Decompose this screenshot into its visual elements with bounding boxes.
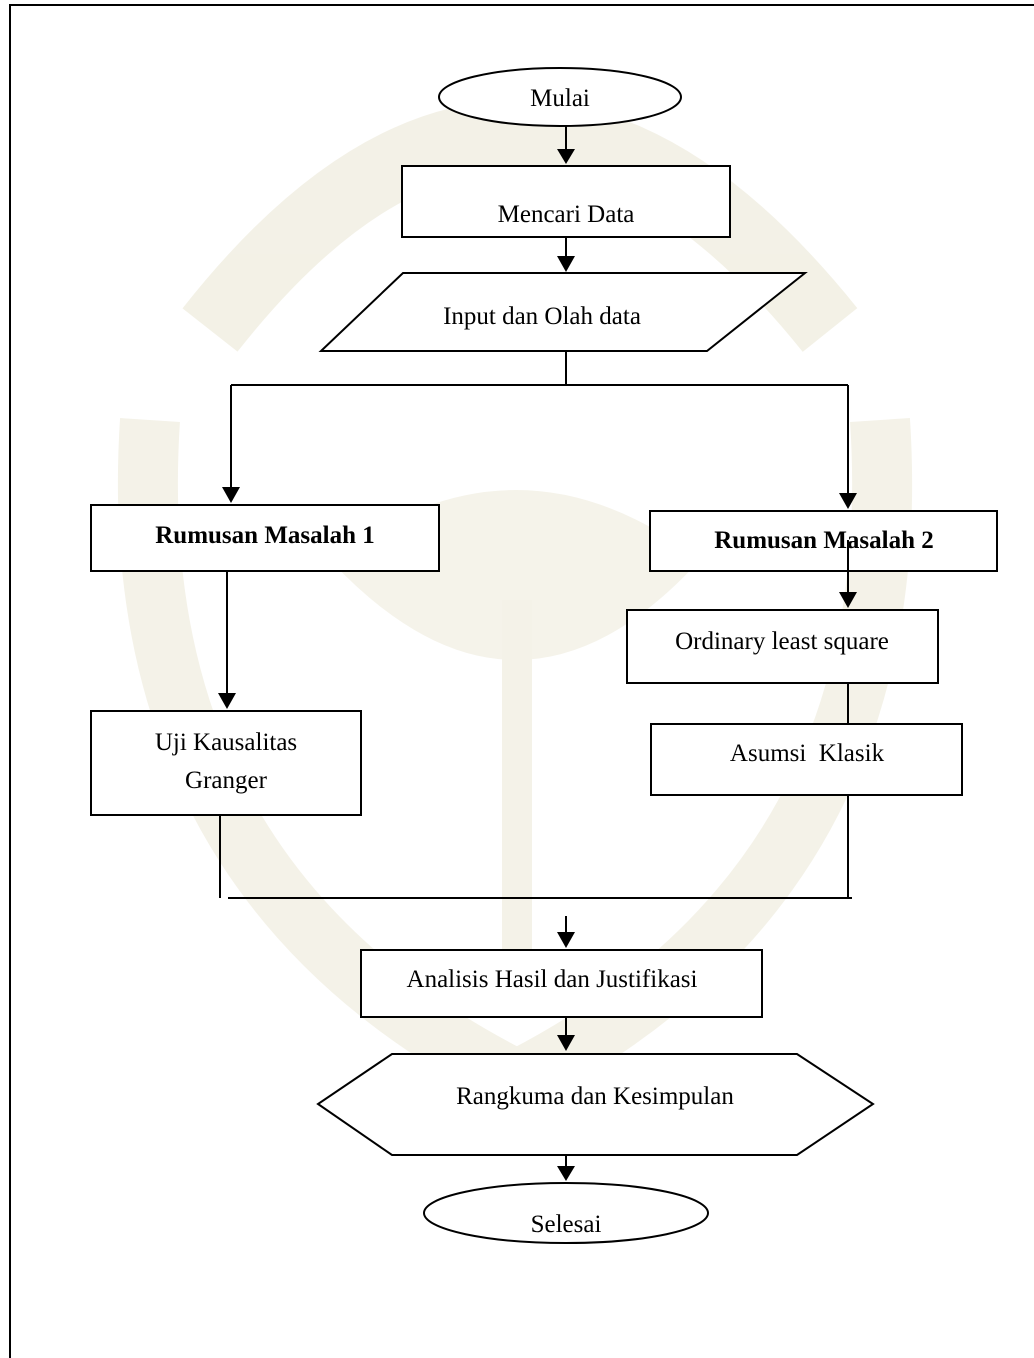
search-data-label: Mencari Data — [498, 201, 635, 228]
page-frame — [9, 4, 1034, 1358]
arrowhead-ols — [839, 592, 857, 608]
classic-assumption-label: Asumsi Klasik — [730, 740, 885, 767]
arrowhead-analysis — [557, 932, 575, 948]
arrowhead-search — [557, 149, 575, 164]
analysis-box: Analisis Hasil dan Justifikasi — [360, 949, 763, 1018]
summary-label: Rangkuma dan Kesimpulan — [456, 1083, 734, 1110]
arrowhead-problem-2 — [839, 493, 857, 509]
ols-label: Ordinary least square — [675, 628, 889, 655]
summary-hexagon: Rangkuma dan Kesimpulan — [316, 1053, 875, 1156]
connectors — [218, 118, 857, 1181]
arrowhead-input — [557, 256, 575, 272]
end-terminator: Selesai — [423, 1182, 709, 1244]
problem-2-box: Rumusan Masalah 2 — [649, 510, 998, 572]
arrowhead-end — [557, 1166, 575, 1181]
problem-1-label: Rumusan Masalah 1 — [155, 522, 375, 549]
input-process-parallelogram: Input dan Olah data — [318, 272, 808, 352]
arrowhead-granger — [218, 693, 236, 709]
start-label: Mulai — [530, 85, 590, 112]
problem-1-box: Rumusan Masalah 1 — [90, 504, 440, 572]
arrowhead-summary — [557, 1035, 575, 1051]
analysis-label: Analisis Hasil dan Justifikasi — [407, 966, 698, 993]
search-data-process: Mencari Data — [401, 165, 731, 238]
granger-label-line1: Uji Kausalitas — [155, 729, 297, 756]
ols-box: Ordinary least square — [626, 609, 939, 684]
end-label: Selesai — [531, 1211, 602, 1238]
classic-assumption-box: Asumsi Klasik — [650, 723, 963, 796]
granger-test-box: Uji Kausalitas Granger — [90, 710, 362, 816]
input-process-label: Input dan Olah data — [443, 303, 641, 330]
granger-label-line2: Granger — [185, 767, 268, 794]
arrowhead-problem-1 — [222, 487, 240, 503]
start-terminator: Mulai — [438, 67, 682, 127]
problem-2-label: Rumusan Masalah 2 — [714, 527, 934, 554]
